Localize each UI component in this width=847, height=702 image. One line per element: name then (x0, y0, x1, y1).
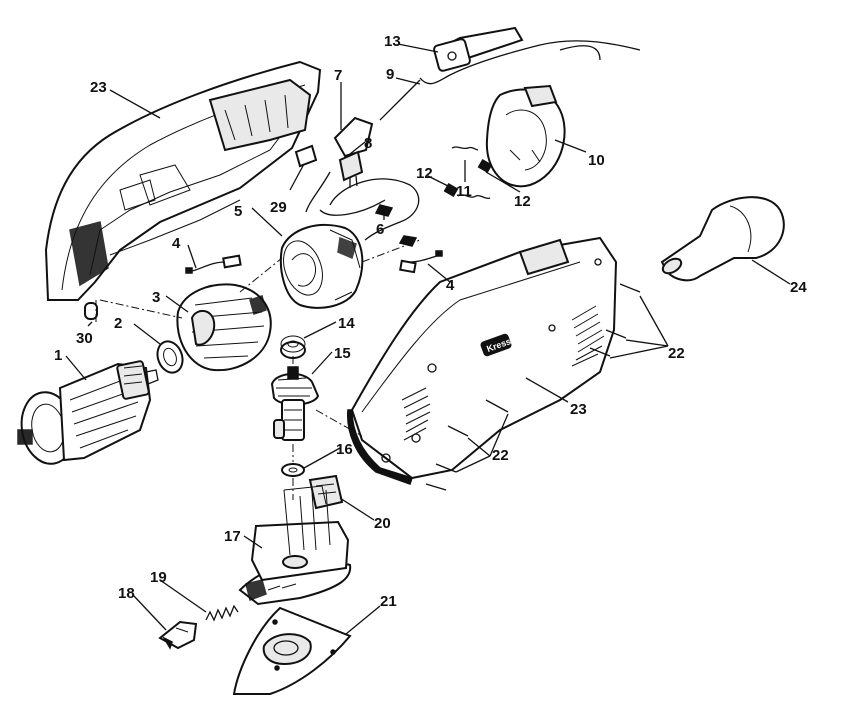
callout-6: 6 (376, 221, 384, 238)
leader-lines (65, 43, 791, 635)
callout-1: 1 (54, 347, 62, 364)
callout-3: 3 (152, 289, 160, 306)
callout-17: 17 (224, 528, 241, 545)
callout-4-right: 4 (446, 277, 455, 294)
left-housing-shell (44, 60, 322, 301)
spring-19 (205, 604, 239, 622)
sanding-pad-21 (232, 606, 352, 695)
callout-13: 13 (384, 33, 401, 50)
carbon-brushes-11 (451, 146, 491, 200)
pin-29 (294, 144, 318, 168)
callout-5: 5 (234, 203, 242, 220)
callout-23-right: 23 (570, 401, 587, 418)
washer-16 (281, 463, 305, 477)
callout-2: 2 (114, 315, 122, 332)
callout-8: 8 (364, 135, 372, 152)
callout-21: 21 (380, 593, 397, 610)
callout-16: 16 (336, 441, 353, 458)
bearing-14 (280, 335, 306, 359)
bearing-2 (156, 340, 184, 374)
callout-20: 20 (374, 515, 391, 532)
dust-nozzle-24 (660, 196, 785, 282)
callout-7: 7 (334, 67, 342, 84)
callout-11: 11 (456, 183, 472, 200)
callout-30: 30 (76, 330, 93, 347)
callout-22-right: 22 (668, 345, 685, 362)
callout-18: 18 (118, 585, 135, 602)
armature-1 (17, 360, 159, 465)
wire-harness-8 (319, 178, 420, 241)
spacer-30 (84, 302, 98, 320)
callout-12-right: 12 (514, 193, 531, 210)
callout-12-left: 12 (416, 165, 433, 182)
eccentric-shaft-15 (270, 366, 320, 441)
callout-14: 14 (338, 315, 355, 332)
callout-4-left: 4 (172, 235, 181, 252)
screws-22 (425, 283, 641, 491)
connector-4-left (185, 254, 242, 274)
callout-10: 10 (588, 152, 605, 169)
sanding-base-17 (238, 485, 352, 606)
switch-7 (305, 116, 374, 213)
tip-18 (158, 620, 198, 650)
brush-holder-10 (485, 84, 566, 188)
callout-labels: 23 13 9 7 8 10 11 12 12 29 5 6 4 4 3 2 1… (54, 33, 807, 610)
callout-9: 9 (386, 66, 394, 83)
callout-22-lower: 22 (492, 447, 509, 464)
callout-24: 24 (790, 279, 807, 296)
callout-19: 19 (150, 569, 167, 586)
callout-29: 29 (270, 199, 287, 216)
field-coil-3 (176, 283, 272, 372)
brush-springs-12 (443, 159, 493, 197)
callout-15: 15 (334, 345, 351, 362)
callout-23-left: 23 (90, 79, 107, 96)
connector-4-right (399, 250, 443, 274)
motor-housing-5 (279, 223, 364, 309)
assembly-axis-lines (95, 239, 421, 500)
cable-sleeve-13 (433, 26, 524, 72)
right-housing-shell: Kress (347, 236, 618, 485)
